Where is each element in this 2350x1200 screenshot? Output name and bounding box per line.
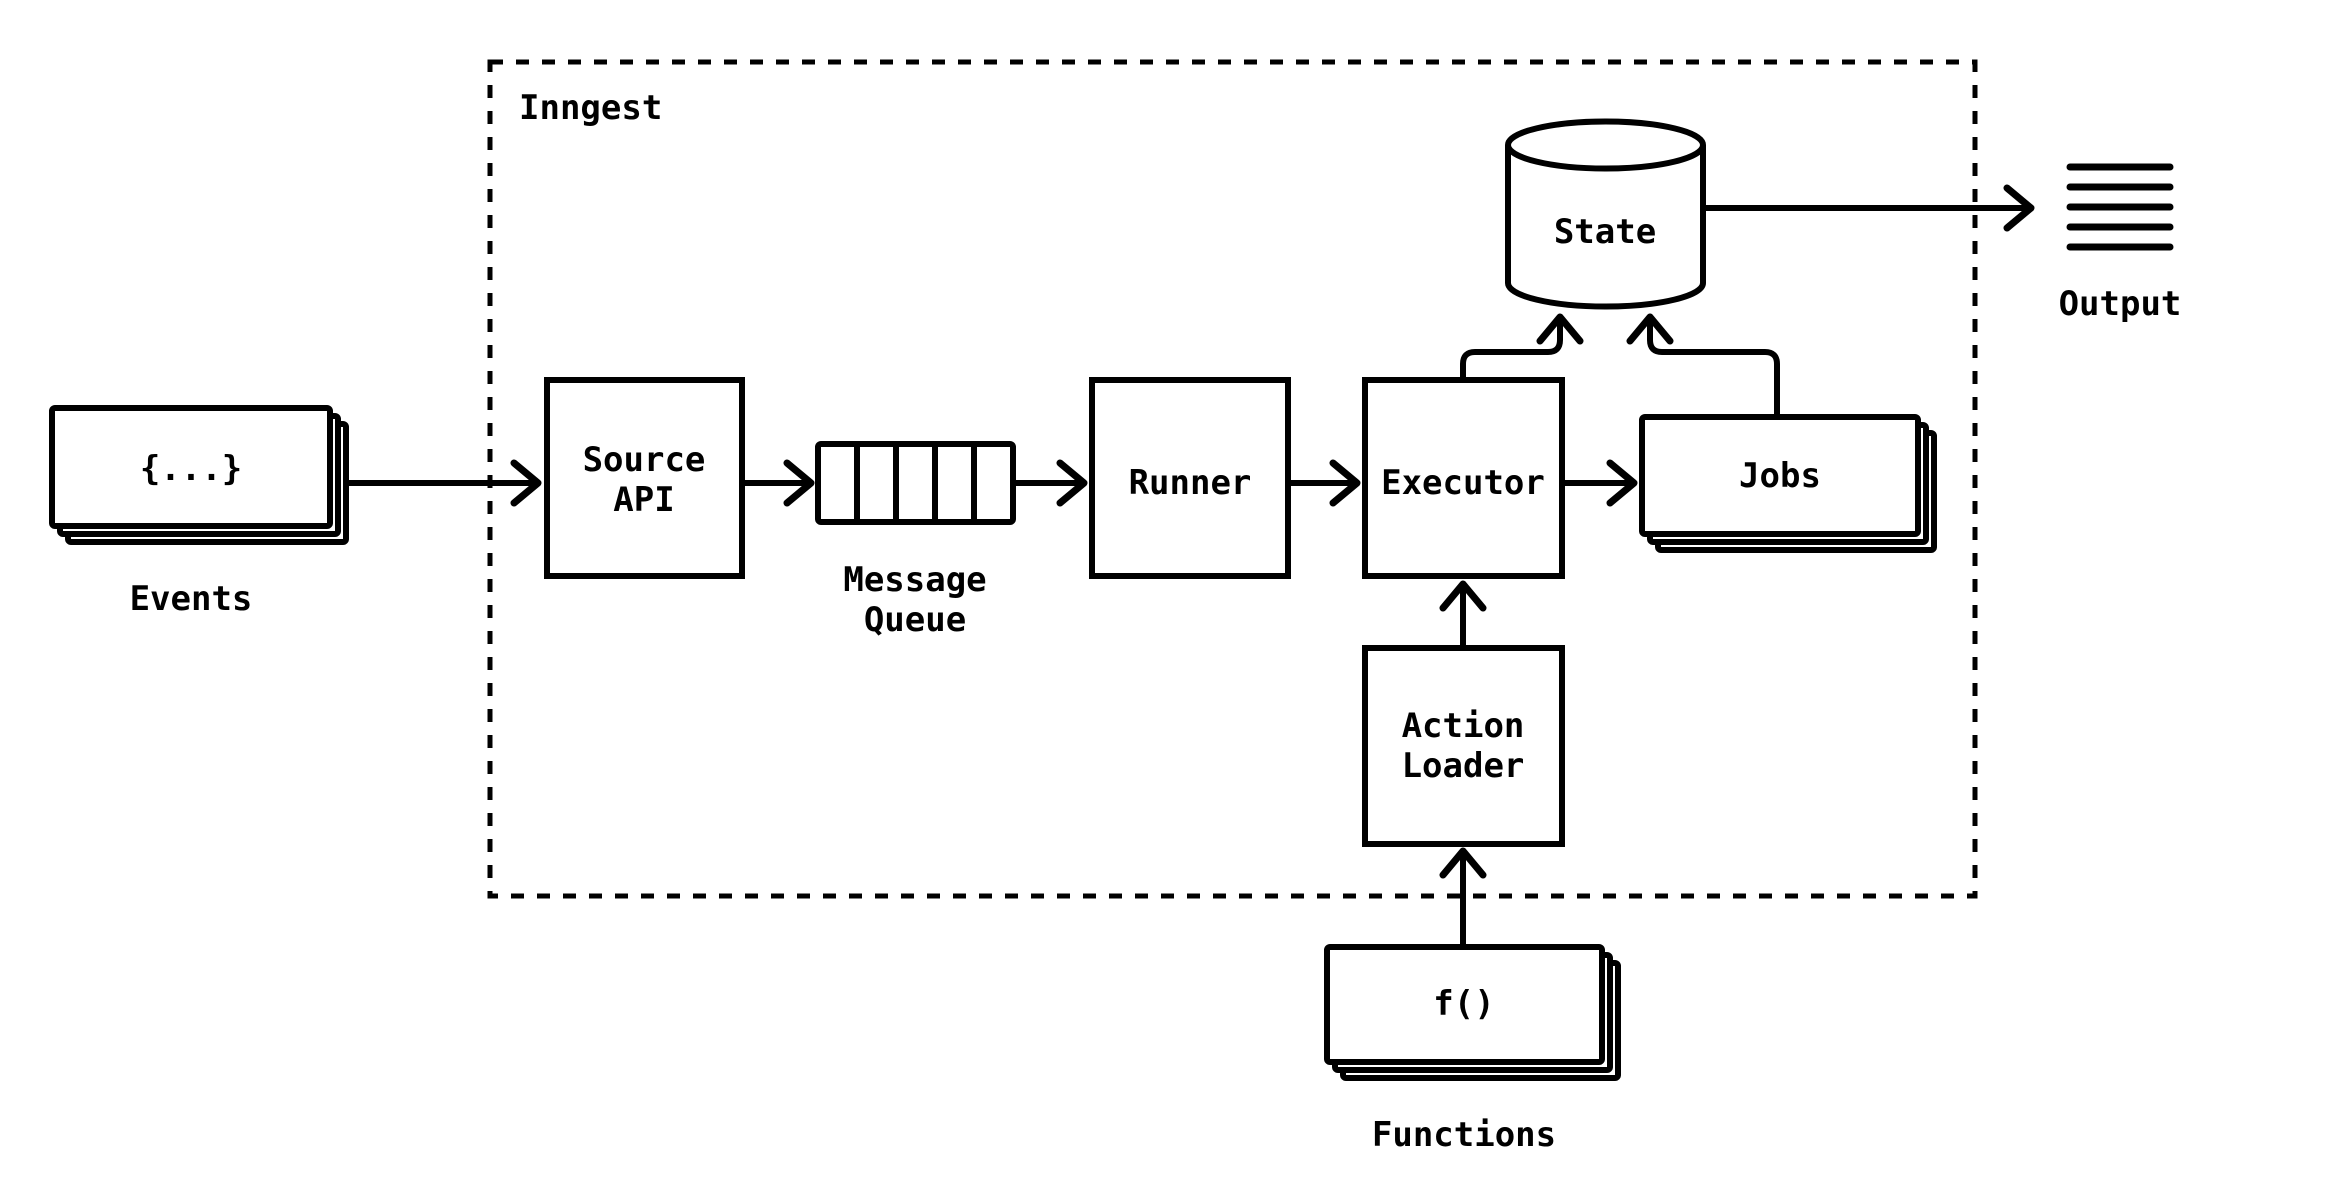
runner-box xyxy=(1089,377,1291,579)
executor-box xyxy=(1362,377,1565,579)
message-queue-icon xyxy=(815,441,1016,525)
message-queue-label: Message Queue xyxy=(843,560,987,640)
runner-label: Runner xyxy=(1128,463,1252,503)
action-loader-label: Action Loader xyxy=(1401,706,1525,786)
state-label: State xyxy=(1553,212,1657,252)
source-api-label: Source API xyxy=(582,440,706,520)
arrow-jobs-to-state xyxy=(1626,313,1780,418)
functions-label: Functions xyxy=(1371,1115,1557,1155)
inngest-boundary xyxy=(487,59,1978,899)
events-icon-text: {...} xyxy=(139,449,243,489)
functions-stack-icon xyxy=(1324,944,1621,1081)
output-label: Output xyxy=(2058,284,2182,324)
arrow-executor-to-state xyxy=(1460,313,1584,380)
functions-icon-text: f() xyxy=(1433,984,1495,1024)
action-loader-box xyxy=(1362,645,1565,847)
jobs-label: Jobs xyxy=(1739,456,1821,496)
state-database-icon xyxy=(1505,118,1706,310)
jobs-stack-icon xyxy=(1639,414,1937,553)
executor-label: Executor xyxy=(1381,463,1545,503)
events-stack-icon xyxy=(49,405,349,545)
inngest-label: Inngest xyxy=(519,88,663,128)
source-api-box xyxy=(544,377,745,579)
output-lines-icon xyxy=(2066,163,2174,251)
events-label: Events xyxy=(129,579,253,619)
